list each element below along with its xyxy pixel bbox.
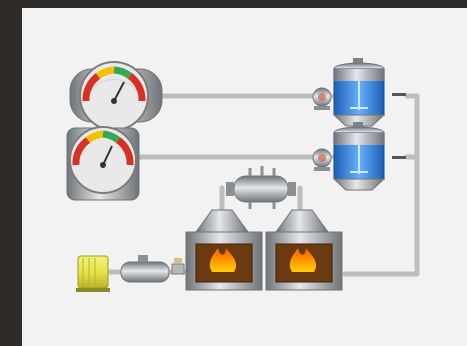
pump-top[interactable] [312,87,332,110]
furnace-right[interactable] [265,209,343,291]
heat-exchanger[interactable] [226,166,296,209]
flame-icon [209,248,237,272]
furnace-left[interactable] [185,209,263,291]
mixer-tank-top[interactable] [332,58,406,127]
motor[interactable] [76,255,110,292]
pump-mid[interactable] [312,148,332,171]
compressor-icon [120,261,170,283]
pipe-network [107,93,420,277]
flame-icon [289,248,317,272]
gauge-tank-mid[interactable] [66,126,140,201]
gauge-tank-top[interactable] [69,61,163,131]
compressor[interactable] [120,255,185,283]
mixer-tank-bottom[interactable] [332,122,406,191]
exchanger-body [233,175,289,203]
